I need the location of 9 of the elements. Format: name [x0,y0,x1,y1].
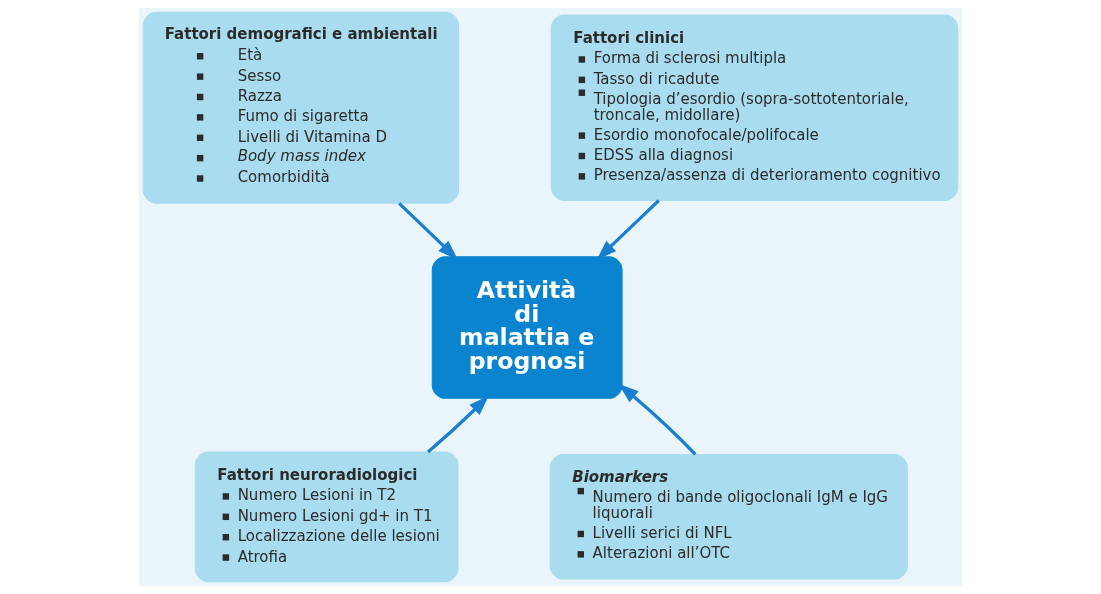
node-box: Fattori neuroradiologici Numero Lesioni in T2 Numero Lesioni gd+ in T1 Localizzazione delle lesioni Atrofia [194,451,459,583]
arrow [398,202,459,260]
arrow [426,395,489,454]
node-box: Biomarkers Numero di bande oligoclonali IgM e IgG liquorali Livelli serici di NFL Alterazioni all’OTC [549,454,908,580]
node-box: Attività di malattia e prognosi [431,256,623,399]
arrow [596,199,660,261]
node-box: Fattori demografici e ambientali Età Sesso Razza Fumo di sigaretta Livelli di Vitamina D Body mass index Comorbidità [142,11,460,204]
arrow [618,383,697,456]
node-box: Fattori clinici Forma di sclerosi multipla Tasso di ricadute Tipologia d’esordio (sopra-sottotentoriale, troncale, midollare) Esordio monofocale/polifocale EDSS alla diagnosi Presenza/assenza di deterioramento cognitivo [550,14,959,202]
